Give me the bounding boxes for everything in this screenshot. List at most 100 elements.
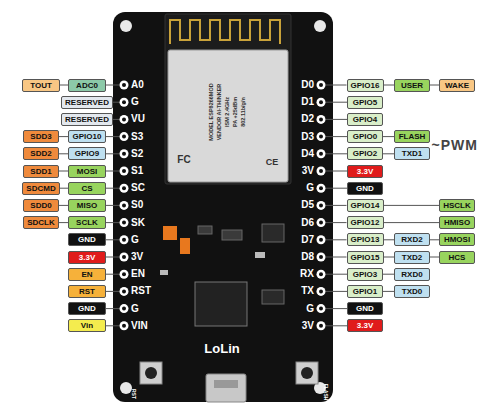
leader-line bbox=[106, 257, 120, 258]
pin-function-tag: GPIO12 bbox=[347, 216, 384, 229]
pin-hole bbox=[319, 117, 323, 121]
pin-label: D4 bbox=[301, 149, 314, 159]
leader-line bbox=[326, 188, 348, 189]
pin-hole bbox=[122, 255, 126, 259]
pin-hole bbox=[122, 221, 126, 225]
button-cap bbox=[301, 367, 313, 379]
pin-hole bbox=[319, 324, 323, 328]
leader-line bbox=[106, 291, 120, 292]
leader-line bbox=[113, 119, 120, 120]
pin-hole bbox=[319, 135, 323, 139]
tag-text: TXD0 bbox=[402, 287, 422, 296]
pin-function-tag: HSCLK bbox=[439, 199, 475, 212]
pin-label: D0 bbox=[301, 80, 314, 90]
tag-connector bbox=[384, 205, 440, 206]
pin-function-tag: GPIO2 bbox=[347, 147, 383, 160]
tag-text: ADC0 bbox=[76, 81, 98, 90]
tag-connector bbox=[430, 85, 439, 86]
tag-text: MISO bbox=[77, 201, 97, 210]
tag-connector bbox=[60, 188, 68, 189]
tag-connector bbox=[384, 85, 395, 86]
pin-function-tag: TXD0 bbox=[394, 285, 430, 298]
pin-label: G bbox=[306, 183, 314, 193]
pin-function-tag: GND bbox=[347, 182, 383, 195]
pin-hole bbox=[122, 289, 126, 293]
pin-function-tag: SDCMD bbox=[22, 182, 60, 195]
tag-text: TOUT bbox=[30, 81, 52, 90]
pin-label: G bbox=[131, 235, 139, 245]
cert-logo: CE bbox=[266, 158, 279, 167]
pin-function-tag: GPIO1 bbox=[347, 285, 383, 298]
smd-part bbox=[255, 252, 265, 258]
tag-text: GPIO15 bbox=[351, 253, 380, 262]
tag-connector bbox=[384, 257, 395, 258]
capacitor bbox=[180, 238, 190, 254]
tag-text: RXD0 bbox=[401, 270, 422, 279]
pin-function-tag: 3.3V bbox=[68, 251, 106, 264]
pin-hole bbox=[319, 203, 323, 207]
pin-function-tag: SDD3 bbox=[23, 130, 59, 143]
pin-function-tag: HMOSI bbox=[439, 233, 475, 246]
tag-text: RESERVED bbox=[65, 115, 109, 124]
pin-function-tag: TOUT bbox=[22, 79, 60, 92]
leader-line bbox=[326, 205, 347, 206]
pin-pad bbox=[317, 287, 326, 296]
tag-text: RESERVED bbox=[65, 98, 109, 107]
pin-function-tag: Vin bbox=[68, 319, 106, 332]
pin-label: S0 bbox=[131, 200, 143, 210]
pin-label: 3V bbox=[302, 166, 314, 176]
button-label: RST bbox=[131, 389, 136, 399]
leader-line bbox=[326, 153, 348, 154]
button-cap bbox=[145, 367, 157, 379]
pin-pad bbox=[120, 132, 129, 141]
tag-text: SDCLK bbox=[27, 218, 55, 227]
pin-label: VU bbox=[131, 114, 145, 124]
leader-line bbox=[106, 153, 120, 154]
tag-text: SDD0 bbox=[30, 201, 51, 210]
pin-function-tag: EN bbox=[68, 268, 106, 281]
pin-label: D2 bbox=[301, 114, 314, 124]
pin-label: RX bbox=[300, 269, 314, 279]
tag-connector bbox=[59, 171, 68, 172]
pin-function-tag: HCS bbox=[439, 251, 475, 264]
pin-label: D7 bbox=[301, 235, 314, 245]
pin-function-tag: SDD1 bbox=[23, 165, 59, 178]
pin-function-tag: GPIO4 bbox=[347, 113, 383, 126]
voltage-regulator bbox=[262, 224, 284, 242]
pin-function-tag: GND bbox=[68, 233, 106, 246]
pin-pad bbox=[317, 115, 326, 124]
tag-text: USER bbox=[401, 81, 423, 90]
leader-line bbox=[326, 257, 347, 258]
tag-connector bbox=[59, 136, 68, 137]
tag-text: GPIO14 bbox=[351, 201, 380, 210]
pin-hole bbox=[122, 272, 126, 276]
pin-label: SK bbox=[131, 218, 145, 228]
tag-text: SDD3 bbox=[30, 132, 51, 141]
tag-text: MOSI bbox=[77, 167, 97, 176]
pin-label: RST bbox=[131, 286, 151, 296]
tag-text: WAKE bbox=[445, 81, 469, 90]
tag-text: GPIO4 bbox=[353, 115, 377, 124]
pin-function-tag: HMISO bbox=[439, 216, 475, 229]
pin-hole bbox=[319, 307, 323, 311]
pin-function-tag: TXD2 bbox=[394, 251, 430, 264]
pin-pad bbox=[317, 98, 326, 107]
leader-line bbox=[106, 136, 120, 137]
pin-pad bbox=[120, 235, 129, 244]
pin-function-tag: GND bbox=[68, 302, 106, 315]
pin-hole bbox=[319, 83, 323, 87]
tag-text: FLASH bbox=[399, 132, 426, 141]
tag-text: RST bbox=[79, 287, 95, 296]
pin-function-tag: SDD2 bbox=[23, 147, 59, 160]
leader-line bbox=[326, 102, 348, 103]
smd-part bbox=[222, 230, 242, 240]
tag-text: SCLK bbox=[76, 218, 98, 227]
pin-function-tag: TXD1 bbox=[394, 147, 430, 160]
pin-label: VIN bbox=[131, 321, 148, 331]
pin-function-tag: GPIO15 bbox=[347, 251, 384, 264]
usb-uart-chip bbox=[195, 282, 247, 326]
pin-pad bbox=[317, 201, 326, 210]
button-label: FLASH bbox=[323, 384, 328, 401]
pin-label: G bbox=[306, 304, 314, 314]
